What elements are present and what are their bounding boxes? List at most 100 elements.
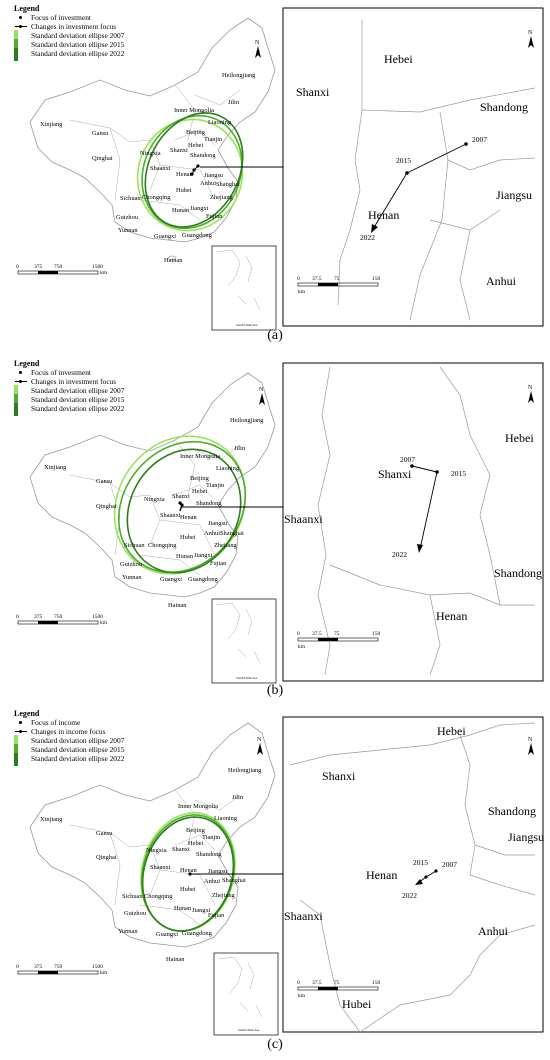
map-label: Shaanxi [150, 165, 171, 172]
map-label: Guangxi [160, 576, 182, 583]
map-label: 0 [297, 631, 300, 637]
map-label: Shandong [480, 100, 528, 114]
panel-b-map: 0 375 750 1500 km South China Sea Heilon… [16, 362, 544, 684]
map-label: Zhejiang [210, 194, 234, 201]
map-label: Tianjin [206, 482, 225, 489]
map-label: 0 [297, 980, 300, 986]
map-label: Heilongjiang [230, 417, 264, 424]
legend-row-ellipse-2022: Standard deviation ellipse 2022 [14, 48, 124, 61]
legend-title: Legend [14, 709, 40, 718]
map-label: Guangdong [188, 576, 219, 583]
map-label: Shanghai [216, 181, 240, 188]
map-label: N [259, 387, 264, 393]
map-label: 75 [334, 631, 340, 637]
map-label: Guangdong [182, 232, 213, 239]
map-label: Hubei [180, 886, 196, 893]
legend-title: Legend [14, 359, 40, 368]
map-label: Hainan [164, 257, 183, 264]
map-label: Shanxi [378, 467, 412, 481]
map-label: N [528, 737, 533, 743]
map-label: N [528, 30, 533, 36]
map-label: Shanxi [296, 85, 330, 99]
map-label: 2007 [400, 455, 415, 464]
map-label: Sichuan [120, 195, 141, 202]
map-label: Jiangsu [208, 520, 228, 527]
legend-row-ellipse-2007: Standard deviation ellipse 2007 [14, 735, 124, 748]
legend-row-ellipse-2015: Standard deviation ellipse 2015 [14, 744, 124, 757]
map-label: Hunan [172, 207, 190, 214]
map-label: Beijing [186, 827, 206, 834]
map-label: Jiangsu [508, 830, 544, 844]
map-label: N [257, 737, 262, 743]
map-label: 375 [34, 614, 43, 620]
map-label: Chongqing [148, 542, 177, 549]
map-label: Xinjiang [40, 121, 63, 128]
legend-row-changes: Changes in income focus [14, 727, 124, 736]
map-label: 375 [34, 264, 43, 270]
map-label: Henan [176, 171, 193, 178]
map-label: 150 [372, 276, 381, 282]
map-label: Henan [366, 868, 397, 882]
map-label: Shandong [494, 566, 542, 580]
panel-caption: (a) [267, 328, 283, 343]
map-label: South China Sea [238, 1028, 260, 1032]
map-label: Inner Mongolia [178, 803, 218, 810]
map-label: 750 [54, 614, 63, 620]
map-label: 1500 [92, 964, 103, 970]
map-label: 1500 [92, 264, 103, 270]
map-label: km [298, 289, 306, 295]
map-label: Shanghai [220, 530, 244, 537]
panel-caption: (b) [266, 683, 284, 698]
legend: Legend Focus of investment Changes in in… [14, 359, 124, 416]
map-label: Liaoning [216, 465, 240, 472]
map-label: Shanxi [172, 846, 190, 853]
map-label: Yunnan [118, 227, 138, 234]
map-label: Hebei [384, 52, 413, 66]
legend-title: Legend [14, 4, 40, 13]
panel-a: Legend Focus of investment Changes in in… [0, 0, 550, 343]
map-label: Chongqing [142, 194, 171, 201]
map-label: km [100, 970, 108, 976]
panel-a-map: 0 375 750 1500 km South China Sea Heilon… [16, 7, 544, 331]
map-label: Beijing [190, 475, 210, 482]
map-label: Shaanxi [284, 512, 323, 526]
map-label: Guangxi [156, 931, 178, 938]
map-label: Shanxi [170, 147, 188, 154]
map-label: Xinjiang [44, 464, 67, 471]
map-label: Anhui [200, 180, 216, 187]
map-label: 75 [334, 276, 340, 282]
map-label: Qinghai [96, 503, 117, 510]
map-label: Hubei [342, 997, 372, 1011]
map-label: Anhui [486, 274, 517, 288]
legend-row-ellipse-2015: Standard deviation ellipse 2015 [14, 39, 124, 52]
north-arrow-icon: N [257, 737, 263, 755]
map-label: 0 [297, 276, 300, 282]
map-label: Jiangxi [190, 205, 209, 212]
map-label: Hebei [188, 142, 203, 149]
map-label: Fujian [206, 213, 223, 220]
legend-row-focus: Focus of investment [14, 368, 124, 377]
map-label: Hainan [168, 602, 187, 609]
map-label: Hebei [188, 840, 203, 847]
panel-c-map: 0 375 750 1500 km South China Sea Heilon… [16, 716, 544, 1036]
map-label: Inner Mongolia [174, 107, 214, 114]
map-label: Jiangsu [204, 172, 224, 179]
map-label: 2015 [451, 469, 466, 478]
map-label: South China Sea [236, 676, 258, 680]
map-label: Hunan [176, 553, 194, 560]
north-arrow-icon: N [255, 40, 261, 58]
map-label: 37.5 [312, 631, 322, 637]
map-label: 150 [372, 631, 381, 637]
map-label: Jiangsu [496, 188, 532, 202]
map-label: 2022 [402, 891, 417, 900]
map-label: Jiangxi [194, 552, 213, 559]
map-label: Shandong [488, 804, 536, 818]
map-label: 2007 [472, 135, 487, 144]
map-label: Fujian [210, 560, 227, 567]
map-label: 750 [54, 264, 63, 270]
map-label: Liaoning [208, 119, 232, 126]
legend: Legend Focus of investment Changes in in… [14, 4, 124, 61]
map-label: 150 [372, 980, 381, 986]
map-label: km [100, 270, 108, 276]
legend: Legend Focus of income Changes in income… [14, 709, 124, 766]
